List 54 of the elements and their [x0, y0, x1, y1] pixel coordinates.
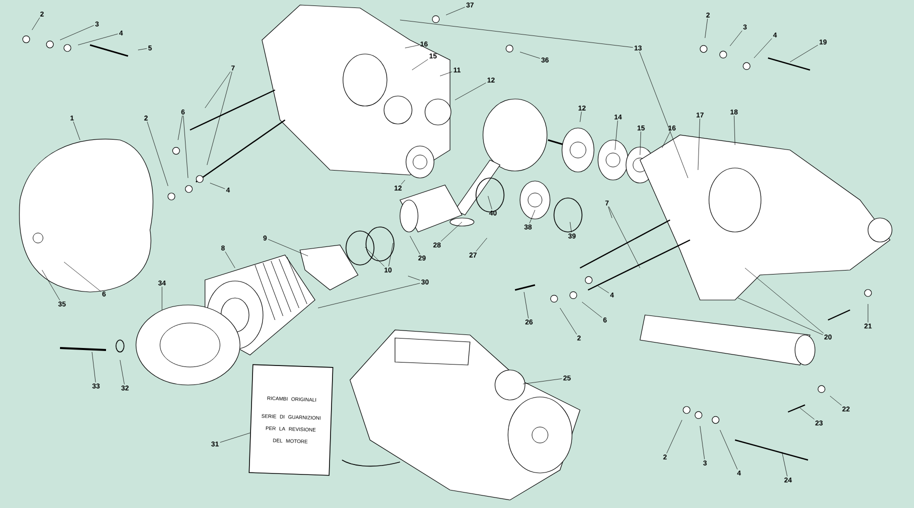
leader-line — [608, 206, 640, 268]
leader-line — [178, 115, 188, 178]
leader-line — [698, 118, 700, 170]
leader-line — [412, 59, 428, 70]
leader-line — [404, 44, 420, 48]
leader-line — [790, 44, 818, 62]
leader-line — [268, 239, 308, 256]
leader-line — [666, 420, 682, 454]
leader-line — [582, 302, 602, 318]
leader-line — [522, 378, 562, 384]
leader-line — [120, 360, 125, 384]
leader-line — [700, 426, 705, 460]
leader-line — [78, 34, 118, 46]
leader-line — [401, 180, 406, 185]
leader-line — [400, 20, 688, 178]
leader-line — [32, 17, 40, 30]
leader-line — [92, 352, 96, 382]
leader-line — [364, 242, 394, 267]
leader-line — [800, 408, 815, 420]
leader-line — [73, 121, 80, 140]
leader-line — [730, 30, 742, 46]
leader-line — [560, 308, 577, 335]
leader-line — [754, 38, 772, 58]
leader-line — [782, 452, 788, 477]
leader-line — [640, 131, 642, 156]
leader-line — [204, 71, 232, 166]
leader-line — [830, 396, 842, 406]
leader-line — [570, 222, 572, 232]
leader-line — [720, 430, 738, 470]
leader-line — [42, 270, 60, 300]
leader-line — [734, 115, 736, 146]
leader-line — [598, 286, 610, 294]
leader-line — [529, 210, 536, 224]
leader-line — [410, 236, 420, 255]
leader-line — [318, 276, 420, 308]
leader-line — [146, 121, 168, 186]
leader-line — [524, 292, 529, 319]
leader-line — [446, 6, 466, 16]
leader-line — [580, 111, 582, 122]
leader-line — [614, 120, 618, 150]
leader-line — [488, 196, 492, 210]
leader-line — [454, 82, 486, 100]
leader-line — [225, 251, 236, 268]
leader-line — [60, 25, 94, 40]
leader-line — [520, 52, 540, 59]
leader-line — [440, 222, 462, 242]
leader-line — [662, 131, 670, 148]
leader-line — [738, 268, 824, 335]
leader-line — [440, 72, 452, 76]
leader-line — [704, 18, 708, 38]
leader-line — [210, 182, 226, 189]
leader-line — [476, 238, 488, 252]
leader-line — [220, 432, 250, 443]
leader-line — [138, 48, 148, 50]
